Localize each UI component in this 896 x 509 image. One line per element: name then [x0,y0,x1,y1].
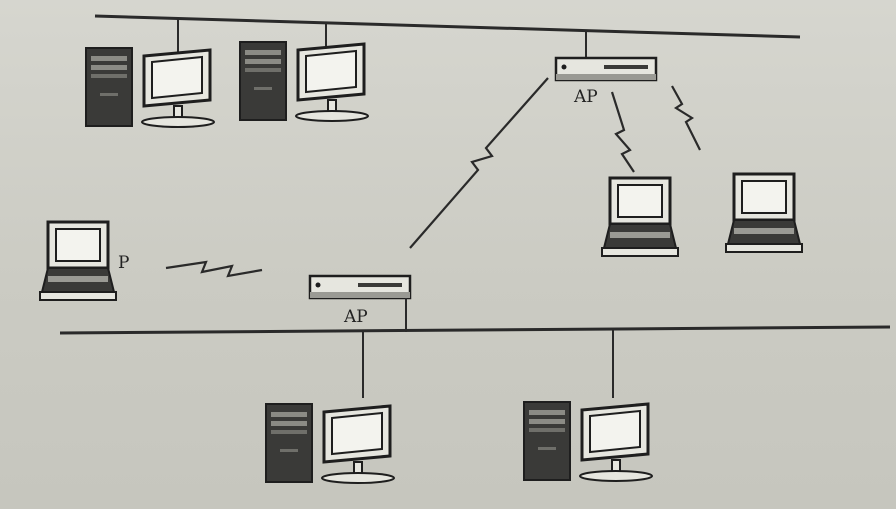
wireless-link-ap-to-ap [409,77,549,249]
access-point-top [554,56,658,82]
wireless-link-p-to-ap [165,260,263,278]
ap-top-label: AP [573,87,598,107]
desktop-computer-icon [264,402,396,485]
laptop-icon [724,172,804,254]
desktop-computer-icon [522,400,654,483]
bottom-lan-backbone [59,325,891,335]
wireless-link-ap-laptop2 [671,85,701,151]
laptop-p-label: P [118,253,129,273]
desktop-computer-icon [84,46,216,129]
laptop-icon [600,176,680,258]
laptop-icon [38,220,118,302]
desktop-computer-icon [238,40,370,123]
access-point-bottom [308,274,412,300]
top-lan-backbone [94,14,801,39]
ap-bottom-label: AP [343,307,368,327]
wireless-link-ap-laptop1 [610,91,635,173]
